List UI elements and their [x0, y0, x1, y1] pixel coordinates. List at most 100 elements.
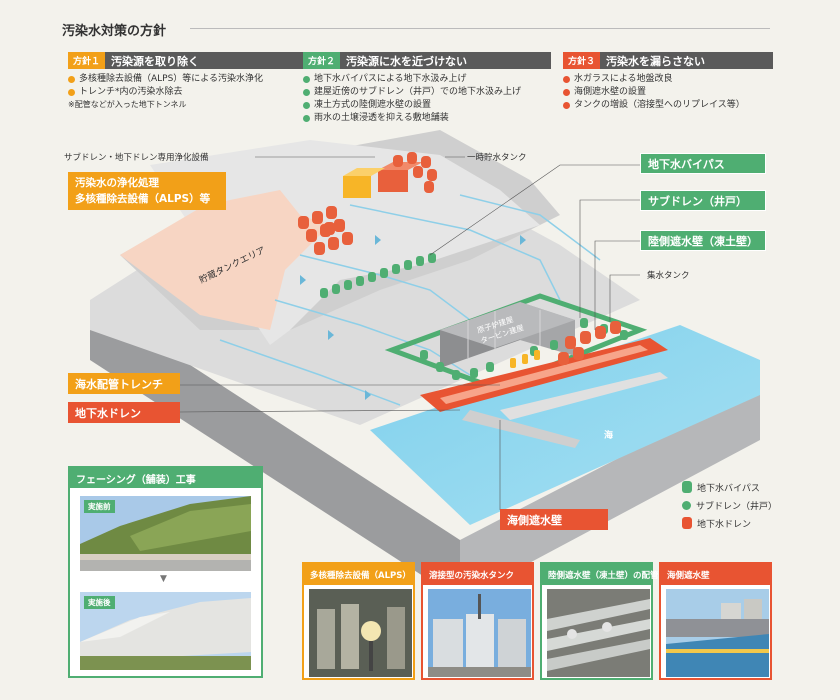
alps-photo	[309, 589, 412, 677]
before-tag: 実施前	[84, 500, 115, 513]
facing-title: フェーシング（舗装）工事	[70, 468, 261, 488]
policy-2-item-3: 凍土方式の陸側遮水壁の設置	[314, 100, 432, 110]
trench-pits	[510, 350, 540, 368]
policy-2-item-4: 雨水の土壌浸透を抑える敷地舗装	[314, 113, 449, 123]
policy-1-item-2: トレンチ*内の汚染水除去	[79, 87, 183, 97]
breakwater-south	[462, 410, 580, 448]
policy-2-title: 汚染源に水を近づけない	[346, 54, 468, 68]
policy-2-tag: 方針２	[303, 52, 341, 69]
bullet-icon	[303, 89, 310, 96]
bullet-icon	[563, 102, 570, 109]
policy-1-item-1: 多核種除去設備（ALPS）等による汚染水浄化	[79, 74, 264, 84]
policy-2-list: 地下水バイパスによる地下水汲み上げ 建屋近傍のサブドレン（井戸）での地下水汲み上…	[303, 73, 551, 125]
groundwater-flow-lines	[219, 194, 601, 406]
policy-1-title: 汚染源を取り除く	[111, 54, 200, 68]
panel-title: 陸側遮水壁（凍土壁）の配管	[542, 564, 659, 585]
bullet-icon	[303, 115, 310, 122]
list-item: 凍土方式の陸側遮水壁の設置	[303, 99, 551, 112]
list-item: 水ガラスによる地盤改良	[563, 73, 773, 86]
policy-1-note: ※配管などが入った地下トンネル	[68, 100, 187, 109]
panel-title: 多核種除去設備（ALPS）	[304, 564, 413, 585]
bullet-icon	[303, 76, 310, 83]
list-item: 海側遮水壁の設置	[563, 86, 773, 99]
bullet-icon	[303, 102, 310, 109]
panel-title: 海側遮水壁	[661, 564, 770, 585]
flow-arrows	[300, 235, 526, 400]
facing-before-photo: 実施前	[80, 496, 251, 571]
policy-3: 方針３ 汚染水を漏らさない 水ガラスによる地盤改良 海側遮水壁の設置 タンクの増…	[563, 52, 773, 112]
label-collect-tank: 集水タンク	[647, 271, 690, 281]
ground-block-left-side	[90, 300, 460, 600]
bullet-icon	[68, 89, 75, 96]
label-land-wall: 陸側遮水壁（凍土壁）	[640, 230, 766, 251]
label-sea: 海	[604, 431, 614, 441]
page-title: 汚染水対策の方針	[62, 24, 167, 39]
policy-3-list: 水ガラスによる地盤改良 海側遮水壁の設置 タンクの増設（溶接型へのリプレイス等）	[563, 73, 773, 112]
photo-panel-alps: 多核種除去設備（ALPS）	[302, 562, 415, 680]
photo-panel-sea-wall: 海側遮水壁	[659, 562, 772, 680]
sea-wall-photo-image	[666, 589, 769, 677]
label-gw-bypass: 地下水バイパス	[640, 153, 766, 174]
drain-wells	[558, 321, 621, 365]
policy-2: 方針２ 汚染源に水を近づけない 地下水バイパスによる地下水汲み上げ 建屋近傍のサ…	[303, 52, 551, 125]
title-divider	[190, 28, 770, 29]
policy-2-header: 方針２ 汚染源に水を近づけない	[303, 52, 551, 69]
label-temp-tank: 一時貯水タンク	[467, 153, 527, 163]
label-alps: 汚染水の浄化処理 多核種除去設備（ALPS）等	[68, 172, 226, 210]
photo-panel-frozen-wall: 陸側遮水壁（凍土壁）の配管	[540, 562, 659, 680]
bullet-icon	[563, 89, 570, 96]
tank-photo	[428, 589, 531, 677]
policy-3-header: 方針３ 汚染水を漏らさない	[563, 52, 773, 69]
facing-panel: フェーシング（舗装）工事 実施前 ▼ 実施後	[68, 466, 263, 678]
temporary-tanks	[343, 152, 437, 198]
before-photo-image	[80, 496, 251, 571]
policy-3-item-3: タンクの増設（溶接型へのリプレイス等）	[574, 100, 745, 110]
ground-block-right-side	[460, 385, 760, 600]
label-trench: 海水配管トレンチ	[68, 373, 180, 394]
label-ground-drain: 地下水ドレン	[68, 402, 180, 423]
policy-3-title: 汚染水を漏らさない	[606, 54, 706, 68]
list-item: 多核種除去設備（ALPS）等による汚染水浄化	[68, 73, 316, 86]
policy-1-header: 方針１ 汚染源を取り除く	[68, 52, 316, 69]
frozen-wall-photo-image	[547, 589, 650, 677]
policy-1: 方針１ 汚染源を取り除く 多核種除去設備（ALPS）等による汚染水浄化 トレンチ…	[68, 52, 316, 111]
label-sea-wall: 海側遮水壁	[500, 509, 608, 530]
list-item: タンクの増設（溶接型へのリプレイス等）	[563, 99, 773, 112]
groundwater-drain	[440, 345, 648, 404]
legend-item: 地下水バイパス	[682, 478, 777, 496]
bullet-icon	[563, 76, 570, 83]
sea-wall-photo	[666, 589, 769, 677]
legend-item: サブドレン（井戸）	[682, 496, 777, 514]
after-tag: 実施後	[84, 596, 115, 609]
policy-2-item-1: 地下水バイパスによる地下水汲み上げ	[314, 74, 467, 84]
leader-lines	[179, 156, 640, 510]
storage-tank-area	[120, 190, 330, 330]
bypass-well-icon	[682, 481, 692, 493]
legend-label: 地下水ドレン	[697, 519, 752, 530]
groundwater-bypass-wells	[320, 253, 436, 298]
down-arrow-icon: ▼	[160, 574, 167, 584]
subdrain-well-icon	[682, 500, 691, 510]
reactor-buildings	[440, 302, 575, 368]
photo-panel-tank: 溶接型の汚染水タンク	[421, 562, 534, 680]
tank-photo-image	[428, 589, 531, 677]
frozen-wall-photo	[547, 589, 650, 677]
drain-well-icon	[682, 517, 692, 529]
alps-photo-image	[309, 589, 412, 677]
storage-tanks	[298, 206, 353, 255]
legend: 地下水バイパス サブドレン（井戸） 地下水ドレン	[682, 478, 777, 532]
policy-2-item-2: 建屋近傍のサブドレン（井戸）での地下水汲み上げ	[314, 87, 522, 97]
policy-1-list: 多核種除去設備（ALPS）等による汚染水浄化 トレンチ*内の汚染水除去	[68, 73, 316, 99]
facing-after-photo: 実施後	[80, 592, 251, 670]
label-subdrain-facility: サブドレン・地下ドレン専用浄化設備	[64, 153, 209, 163]
list-item: 地下水バイパスによる地下水汲み上げ	[303, 73, 551, 86]
legend-item: 地下水ドレン	[682, 514, 777, 532]
bullet-icon	[68, 76, 75, 83]
breakwater	[500, 372, 668, 420]
label-subdrain: サブドレン（井戸）	[640, 190, 766, 211]
panel-title: 溶接型の汚染水タンク	[423, 564, 532, 585]
list-item: 建屋近傍のサブドレン（井戸）での地下水汲み上げ	[303, 86, 551, 99]
list-item: 雨水の土壌浸透を抑える敷地舗装	[303, 112, 551, 125]
policy-3-item-1: 水ガラスによる地盤改良	[574, 74, 673, 84]
legend-label: 地下水バイパス	[697, 483, 760, 494]
